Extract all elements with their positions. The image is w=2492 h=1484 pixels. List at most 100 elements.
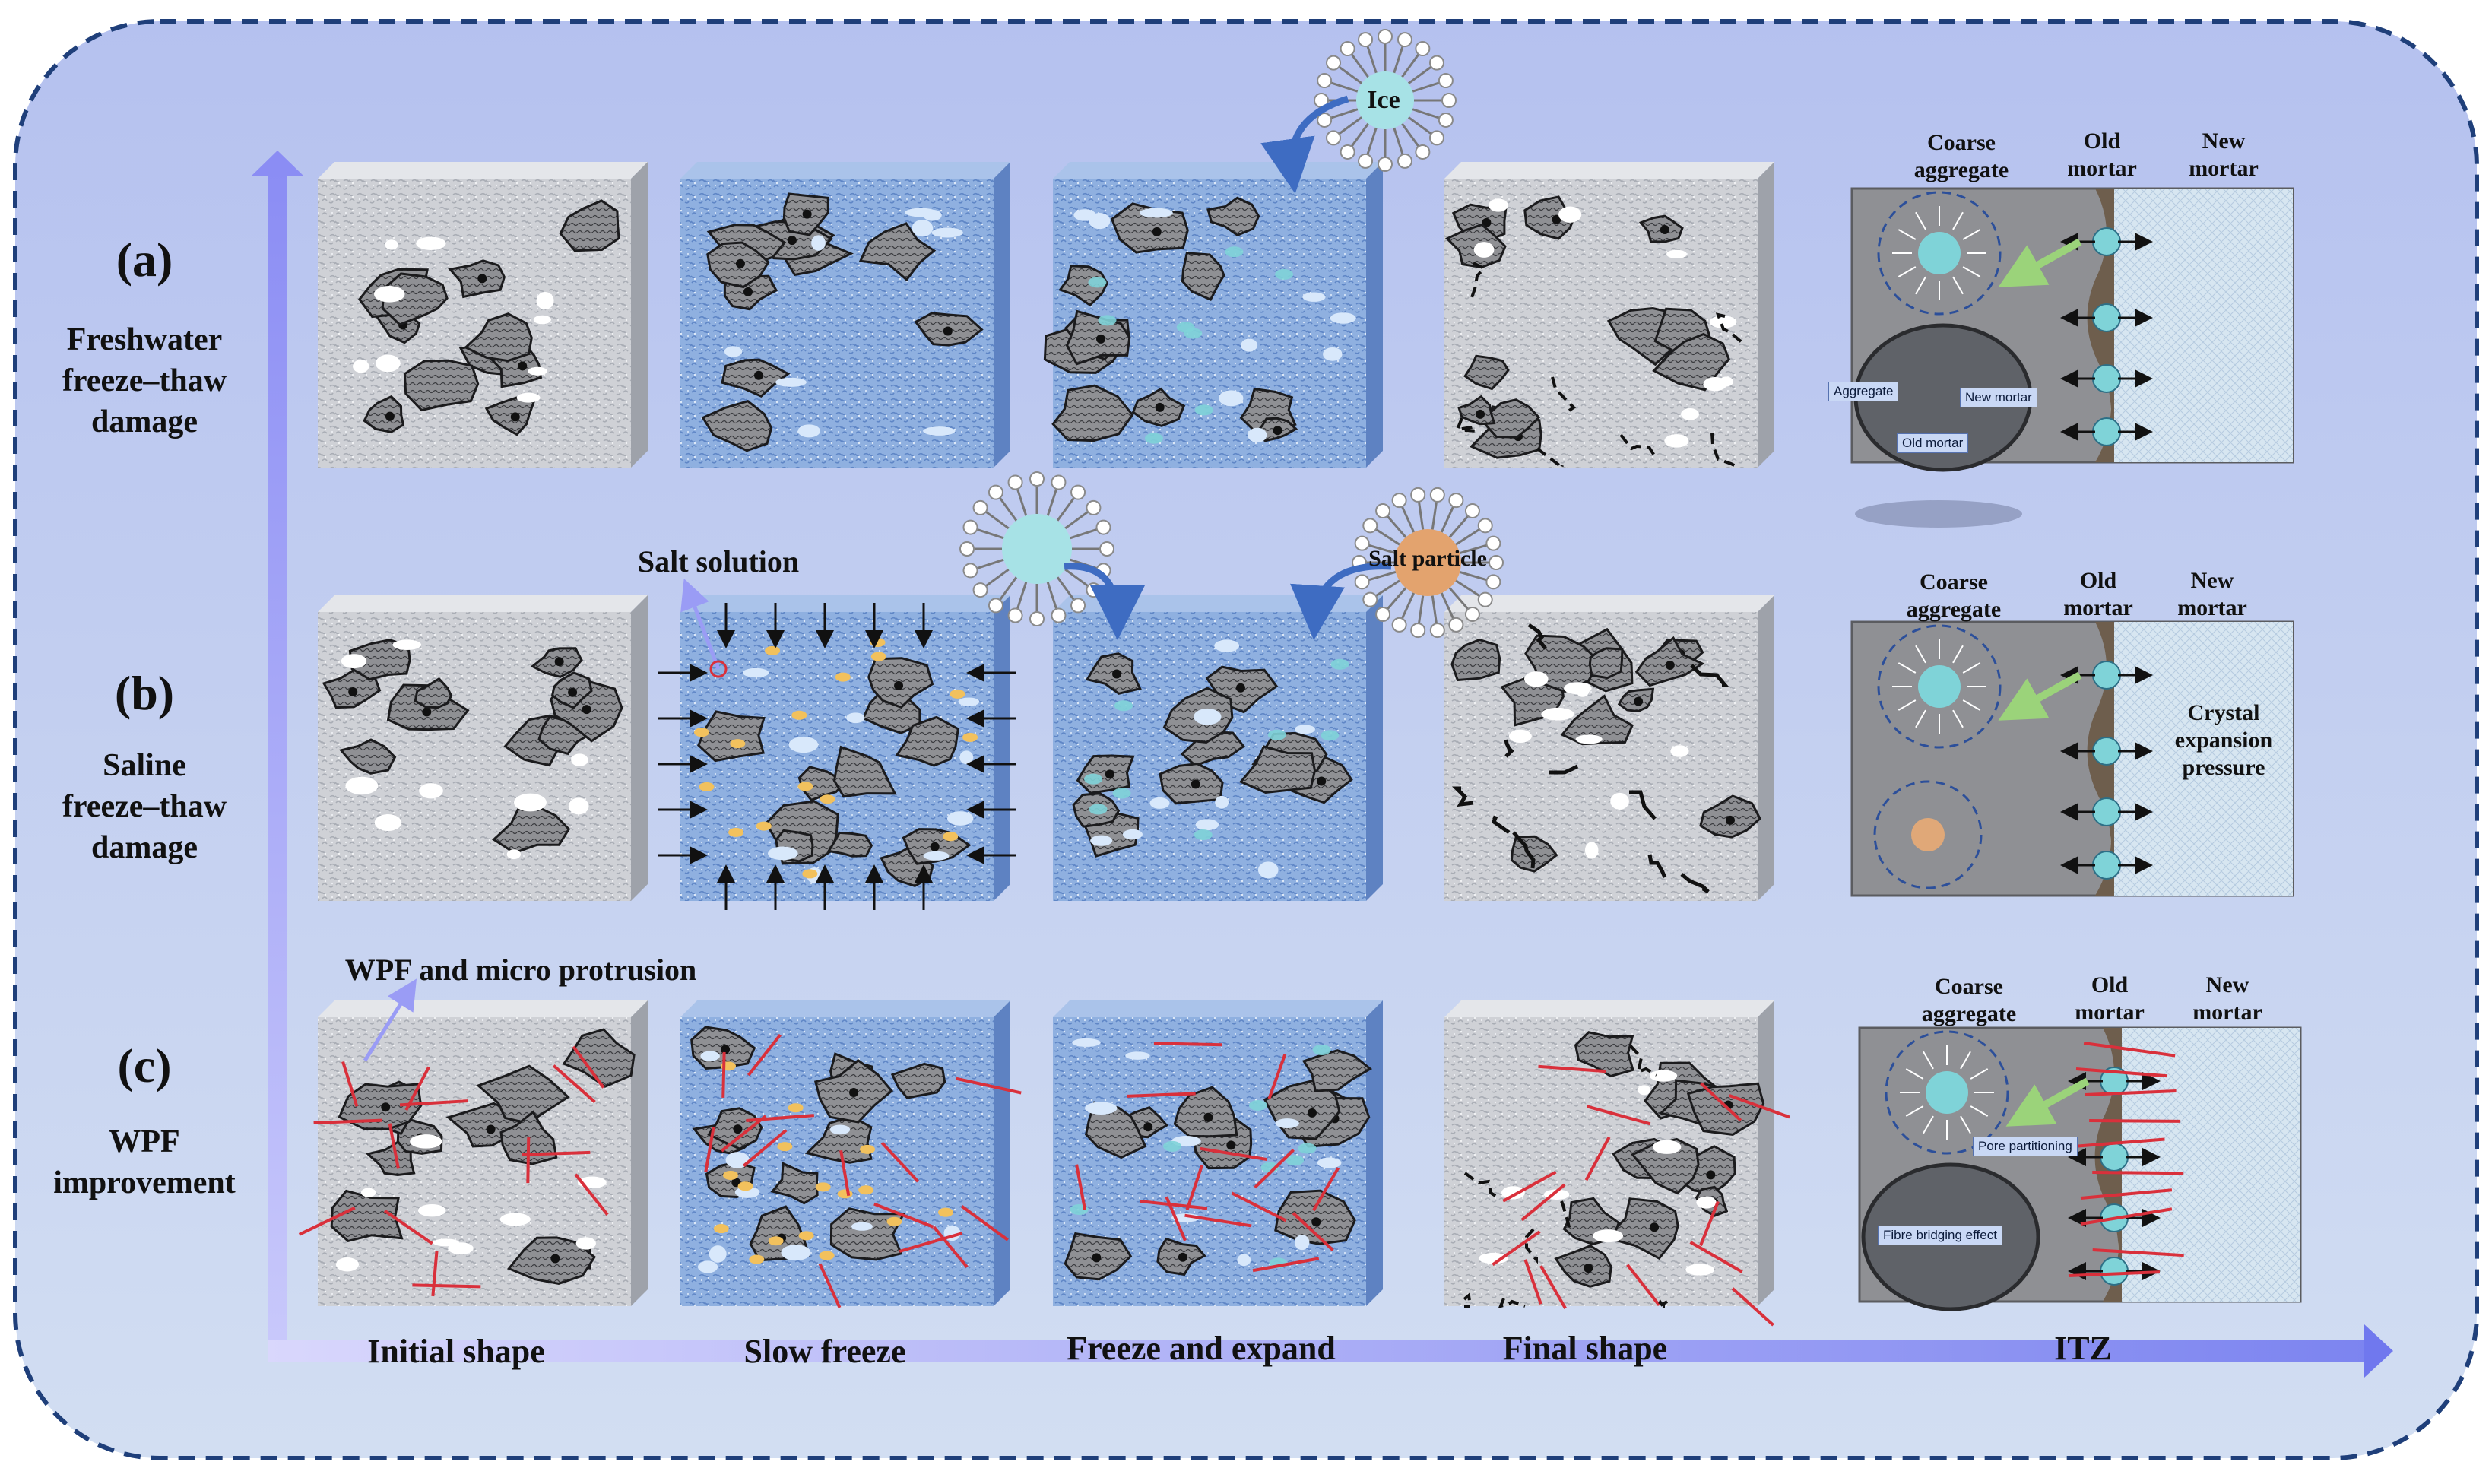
micelle-tail xyxy=(1064,509,1091,530)
aggregate-stone xyxy=(363,395,405,433)
micelle-tail xyxy=(1393,43,1405,74)
cube-side-face xyxy=(631,595,648,901)
fibre xyxy=(313,1118,382,1125)
pore xyxy=(582,705,591,715)
micelle-head xyxy=(988,598,1003,614)
void xyxy=(1090,835,1113,846)
fibre xyxy=(1731,1287,1774,1327)
micelle-head xyxy=(1378,29,1393,44)
pore xyxy=(721,1045,731,1054)
itz-fibre xyxy=(2085,1089,2177,1096)
radial-arrow xyxy=(1898,266,1917,277)
micelle-head xyxy=(1099,541,1114,556)
cube-side-face xyxy=(1366,162,1383,468)
void xyxy=(958,697,980,706)
salt-solution-label: Salt solution xyxy=(637,544,800,579)
fibre xyxy=(818,1263,842,1308)
void xyxy=(417,1204,446,1217)
cube-side-face xyxy=(1758,162,1774,468)
aggregate-stone xyxy=(1463,354,1510,391)
micelle-tail xyxy=(997,495,1018,522)
micelle-head xyxy=(1429,623,1445,639)
micelle-tail xyxy=(1365,127,1378,157)
micelle-tail xyxy=(1407,116,1434,137)
micelle-head xyxy=(1007,474,1023,490)
cube-top-face xyxy=(680,595,1010,612)
micelle-head xyxy=(1415,144,1431,160)
micelle-head xyxy=(1448,617,1464,633)
micelle-tail xyxy=(1373,527,1400,546)
fibre xyxy=(1502,1170,1557,1203)
micelle-tail xyxy=(1455,579,1482,598)
ice-crystal xyxy=(1162,1140,1181,1152)
itz-fibre xyxy=(2073,1137,2165,1148)
pore xyxy=(1476,409,1485,419)
radial-arrow xyxy=(1898,699,1917,711)
micelle-head xyxy=(1086,582,1102,598)
crack xyxy=(1525,1228,1538,1264)
pore xyxy=(735,258,745,268)
cube-top-face xyxy=(680,162,1010,179)
salt-deposit xyxy=(858,1185,874,1195)
radial-arrow xyxy=(1962,699,1981,711)
radial-arrow xyxy=(1960,1115,1971,1134)
radial-arrow xyxy=(1970,1068,1989,1080)
sem-tag-fibre-bridging: Fibre bridging effect xyxy=(1878,1226,2002,1245)
itz-ice-sphere xyxy=(2092,737,2121,766)
micelle-head xyxy=(1070,598,1086,614)
concrete-cube xyxy=(1444,162,1774,469)
salt-deposit xyxy=(886,1216,902,1226)
void xyxy=(1323,347,1343,361)
crack xyxy=(1657,1298,1668,1308)
salt-deposit xyxy=(728,827,744,837)
micelle-head xyxy=(1410,623,1426,639)
wpf-callout-label: WPF and micro protrusion xyxy=(344,953,697,987)
micelle-core xyxy=(1356,71,1414,129)
fibre xyxy=(721,1115,767,1153)
fibre xyxy=(880,1141,919,1183)
column-label-itz: ITZ xyxy=(2054,1330,2112,1367)
micelle-tail xyxy=(1349,122,1369,149)
fibre xyxy=(1252,1257,1320,1273)
crack xyxy=(1690,664,1729,687)
void xyxy=(1575,734,1603,744)
void xyxy=(341,654,367,669)
radial-arrow xyxy=(1923,1051,1934,1070)
void xyxy=(1139,208,1173,218)
micelle-tail xyxy=(1015,486,1028,516)
crack xyxy=(1715,312,1744,344)
fibre xyxy=(552,1064,596,1104)
itz-panel xyxy=(1858,1026,2302,1311)
row-c-desc-line1: WPF xyxy=(109,1124,180,1159)
salt-deposit xyxy=(788,1103,804,1113)
void xyxy=(571,753,588,766)
radial-arrow xyxy=(1962,662,1981,674)
ice-crystal xyxy=(1112,788,1131,799)
radial-arrow xyxy=(1915,645,1926,664)
micelle-tail xyxy=(1349,52,1369,78)
aggregate-stone xyxy=(804,1115,873,1164)
void xyxy=(781,1245,811,1261)
fibre xyxy=(721,1051,726,1099)
void xyxy=(697,1260,718,1273)
salt-deposit xyxy=(820,794,835,804)
ice-crystal xyxy=(1248,1099,1267,1111)
void xyxy=(374,814,402,832)
pore xyxy=(787,236,797,246)
crack xyxy=(1647,854,1667,879)
micelle-head xyxy=(1448,493,1464,509)
fibre xyxy=(1700,1082,1742,1122)
aggregate-stone xyxy=(1631,1137,1700,1195)
void xyxy=(1294,725,1315,734)
crack xyxy=(1629,790,1657,820)
micelle-tail xyxy=(1064,568,1091,588)
micelle-head xyxy=(1464,607,1480,623)
micelle-head xyxy=(1326,130,1342,146)
micelle-head xyxy=(988,484,1003,500)
ice-pointer-arrow xyxy=(1260,95,1349,194)
pore xyxy=(568,687,578,697)
cube-side-face xyxy=(1758,1000,1774,1306)
ice-crystal xyxy=(1321,730,1340,741)
salt-deposit xyxy=(737,1181,753,1191)
